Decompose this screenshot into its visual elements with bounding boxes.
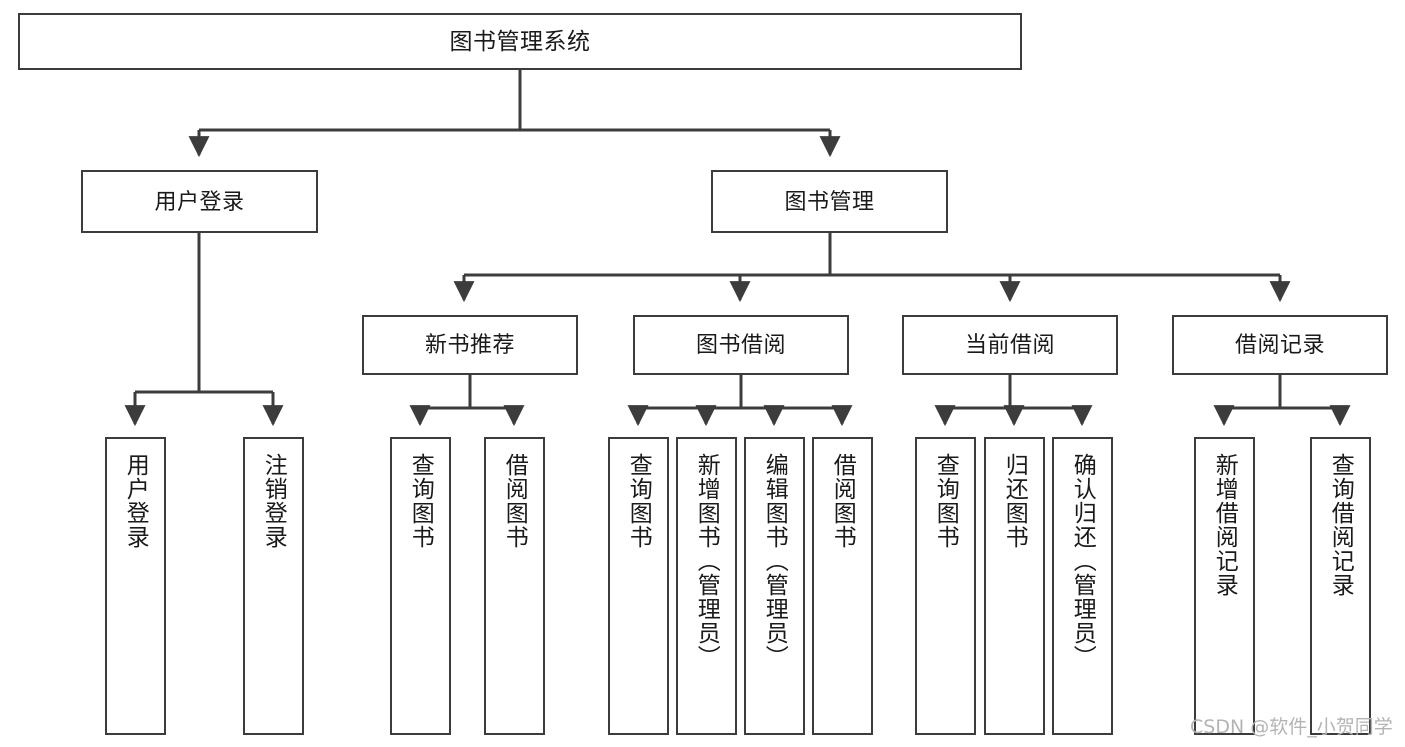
node-current-borrow[interactable]: 当前借阅 — [902, 315, 1118, 375]
node-book-borrow[interactable]: 图书借阅 — [633, 315, 849, 375]
leaf-add-book-admin[interactable]: 新增图书（管理员） — [676, 437, 737, 735]
leaf-query-borrow-record[interactable]: 查询借阅记录 — [1310, 437, 1371, 735]
leaf-add-borrow-record[interactable]: 新增借阅记录 — [1194, 437, 1255, 735]
leaf-add-borrow-record-label: 新增借阅记录 — [1212, 453, 1239, 597]
node-root[interactable]: 图书管理系统 — [18, 13, 1022, 70]
leaf-edit-book-admin[interactable]: 编辑图书（管理员） — [744, 437, 805, 735]
leaf-query-borrow-record-label: 查询借阅记录 — [1328, 453, 1355, 597]
watermark: CSDN @软件_小贺同学 — [1190, 716, 1393, 738]
node-new-book-recommend[interactable]: 新书推荐 — [362, 315, 578, 375]
leaf-borrow-book-recommend[interactable]: 借阅图书 — [484, 437, 545, 735]
leaf-logout[interactable]: 注销登录 — [243, 437, 304, 735]
leaf-query-book-current-label: 查询图书 — [933, 453, 960, 549]
leaf-edit-book-admin-label: 编辑图书（管理员） — [762, 453, 789, 669]
leaf-return-book-label: 归还图书 — [1002, 453, 1029, 549]
leaf-confirm-return-admin-label: 确认归还（管理员） — [1070, 453, 1097, 669]
node-user-login-label: 用户登录 — [154, 188, 245, 214]
leaf-logout-label: 注销登录 — [261, 453, 288, 549]
node-book-management[interactable]: 图书管理 — [711, 170, 948, 233]
leaf-confirm-return-admin[interactable]: 确认归还（管理员） — [1052, 437, 1113, 735]
leaf-borrow-book[interactable]: 借阅图书 — [812, 437, 873, 735]
node-user-login[interactable]: 用户登录 — [81, 170, 318, 233]
leaf-borrow-book-label: 借阅图书 — [830, 453, 857, 549]
node-root-label: 图书管理系统 — [449, 27, 591, 54]
node-borrow-records[interactable]: 借阅记录 — [1172, 315, 1388, 375]
leaf-add-book-admin-label: 新增图书（管理员） — [694, 453, 721, 669]
leaf-query-book-borrow-label: 查询图书 — [626, 453, 653, 549]
node-current-borrow-label: 当前借阅 — [964, 332, 1055, 358]
node-new-book-recommend-label: 新书推荐 — [424, 332, 515, 358]
leaf-user-login-label: 用户登录 — [123, 453, 150, 549]
leaf-borrow-book-recommend-label: 借阅图书 — [502, 453, 529, 549]
node-book-management-label: 图书管理 — [784, 188, 875, 214]
node-borrow-records-label: 借阅记录 — [1234, 332, 1325, 358]
leaf-query-book-borrow[interactable]: 查询图书 — [608, 437, 669, 735]
leaf-user-login[interactable]: 用户登录 — [105, 437, 166, 735]
leaf-query-book-recommend-label: 查询图书 — [408, 453, 435, 549]
node-book-borrow-label: 图书借阅 — [695, 332, 786, 358]
leaf-query-book-current[interactable]: 查询图书 — [915, 437, 976, 735]
leaf-return-book[interactable]: 归还图书 — [984, 437, 1045, 735]
leaf-query-book-recommend[interactable]: 查询图书 — [390, 437, 451, 735]
